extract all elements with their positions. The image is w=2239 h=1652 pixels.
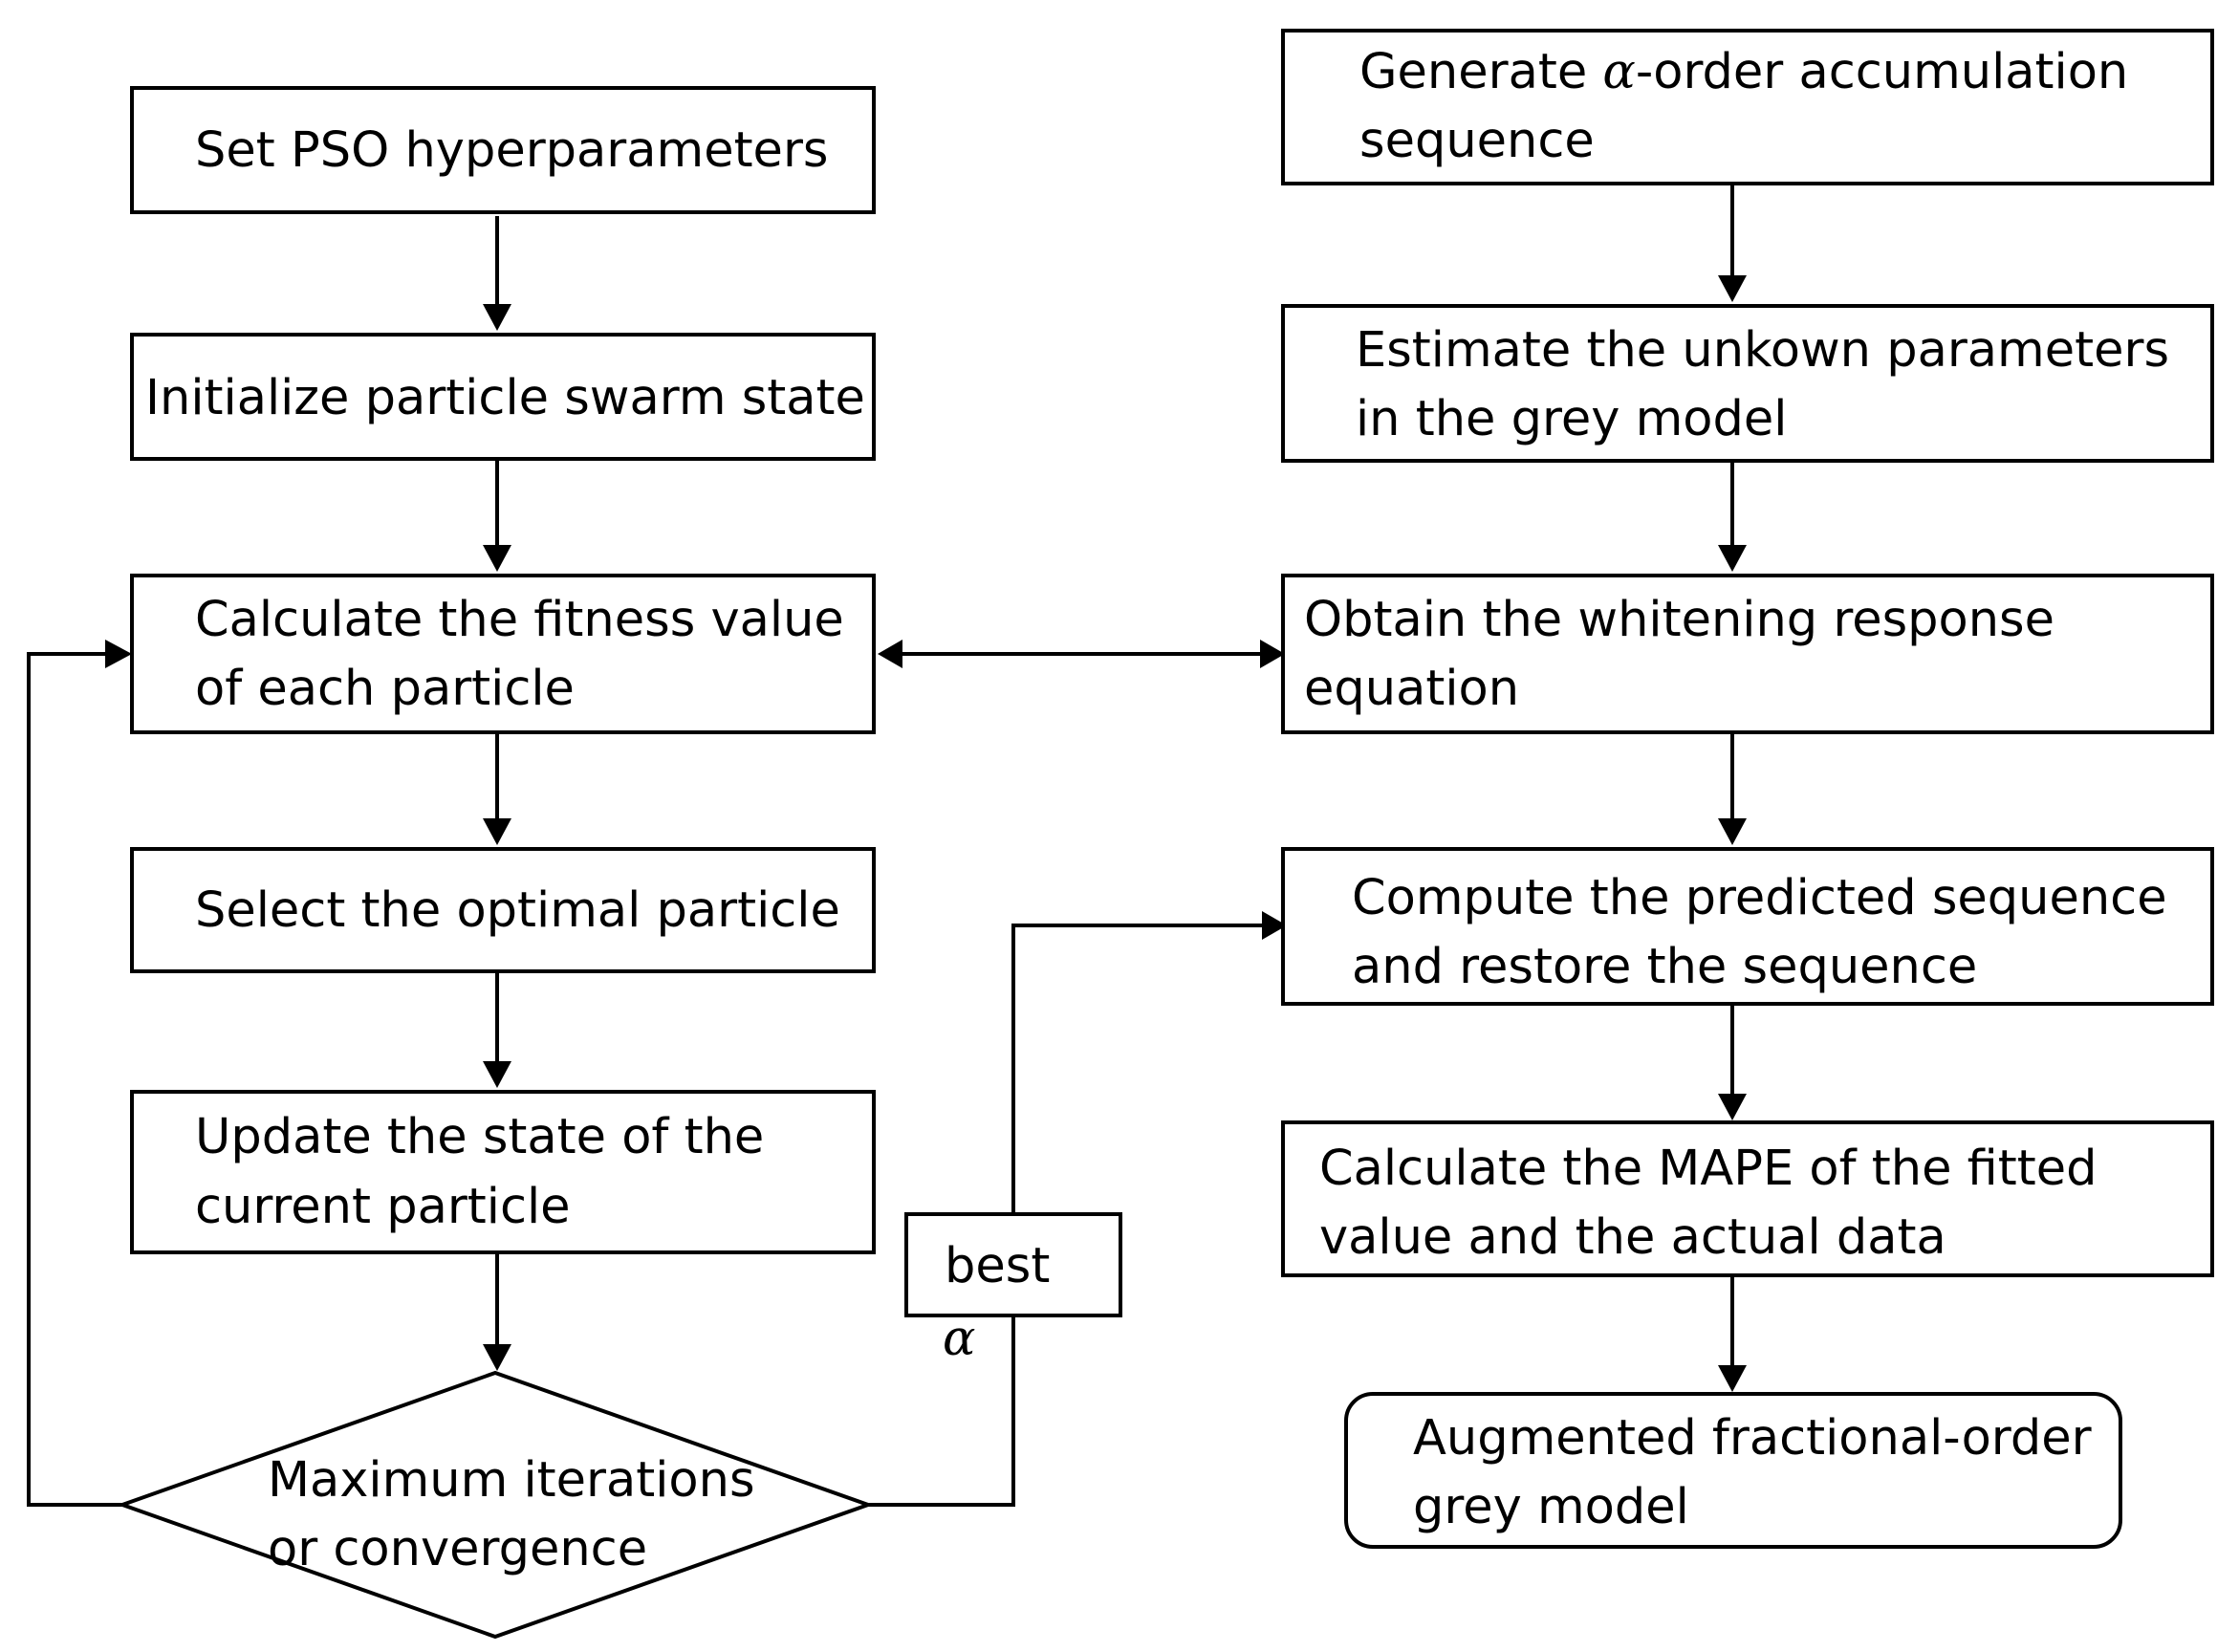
- predicted-sequence-box: Compute the predicted sequence and resto…: [1281, 847, 2214, 1006]
- arrowhead: [1260, 640, 1285, 668]
- predicted-sequence-text-line2: and restore the sequence: [1352, 939, 1978, 995]
- result-model-text-line1: Augmented fractional-order: [1413, 1410, 2092, 1467]
- best-alpha-box: best: [904, 1212, 1122, 1317]
- mape-text-line1: Calculate the MAPE of the fitted: [1319, 1141, 2098, 1197]
- generate-accumulation-text-line1: Generate α-order accumulation: [1359, 37, 2128, 107]
- arrowhead: [1262, 911, 1287, 940]
- generate-accumulation-text-line2: sequence: [1359, 113, 1595, 169]
- arrowhead: [1718, 275, 1747, 302]
- update-state-text-line1: Update the state of the: [195, 1109, 765, 1165]
- initialize-swarm-text: Initialize particle swarm state: [145, 370, 865, 426]
- arrowhead: [1718, 1094, 1747, 1120]
- arrowhead: [483, 304, 511, 331]
- fitness-value-text-line2: of each particle: [195, 661, 575, 717]
- alpha-symbol: α: [1602, 44, 1636, 100]
- fitness-value-box: Calculate the fitness value of each part…: [130, 574, 876, 734]
- arrowhead: [878, 640, 902, 668]
- loop-back-line: [27, 652, 124, 1507]
- whitening-response-box: Obtain the whitening response equation: [1281, 574, 2214, 734]
- arrowhead: [1718, 818, 1747, 845]
- arrowhead: [483, 1061, 511, 1088]
- arrowhead: [1718, 1365, 1747, 1392]
- fitness-value-text-line1: Calculate the fitness value: [195, 592, 844, 648]
- set-hyperparameters-text: Set PSO hyperparameters: [195, 122, 829, 179]
- result-model-text-line2: grey model: [1413, 1479, 1689, 1535]
- arrowhead: [105, 640, 132, 668]
- best-alpha-symbol: α: [943, 1311, 976, 1367]
- decision-diamond: [117, 1370, 874, 1640]
- whitening-response-text-line2: equation: [1304, 661, 1520, 717]
- set-hyperparameters-box: Set PSO hyperparameters: [130, 86, 876, 214]
- estimate-parameters-text-line1: Estimate the unkown parameters: [1356, 322, 2170, 379]
- arrowhead: [483, 818, 511, 845]
- best-alpha-to-predict-line: [1011, 924, 1262, 1212]
- arrowhead: [1718, 545, 1747, 572]
- result-model-box: Augmented fractional-order grey model: [1344, 1392, 2122, 1549]
- generate-suffix: -order accumulation: [1635, 44, 2129, 100]
- whitening-response-text-line1: Obtain the whitening response: [1304, 592, 2054, 648]
- mape-text-line2: value and the actual data: [1319, 1209, 1946, 1266]
- decision-text-line1: Maximum iterations: [268, 1452, 755, 1509]
- initialize-swarm-box: Initialize particle swarm state: [130, 333, 876, 461]
- update-state-text-line2: current particle: [195, 1179, 571, 1235]
- generate-prefix: Generate: [1359, 44, 1603, 100]
- estimate-parameters-box: Estimate the unkown parameters in the gr…: [1281, 304, 2214, 463]
- arrowhead: [483, 1344, 511, 1371]
- select-optimal-text: Select the optimal particle: [195, 882, 840, 939]
- estimate-parameters-text-line2: in the grey model: [1356, 391, 1788, 447]
- generate-accumulation-box: Generate α-order accumulation sequence: [1281, 29, 2214, 185]
- predicted-sequence-text-line1: Compute the predicted sequence: [1352, 870, 2167, 926]
- update-state-box: Update the state of the current particle: [130, 1090, 876, 1254]
- arrowhead: [483, 545, 511, 572]
- decision-to-best-alpha-line: [868, 1317, 1015, 1507]
- decision-text-line2: or convergence: [268, 1521, 648, 1577]
- best-alpha-word: best: [945, 1238, 1051, 1294]
- select-optimal-box: Select the optimal particle: [130, 847, 876, 973]
- mape-box: Calculate the MAPE of the fitted value a…: [1281, 1120, 2214, 1277]
